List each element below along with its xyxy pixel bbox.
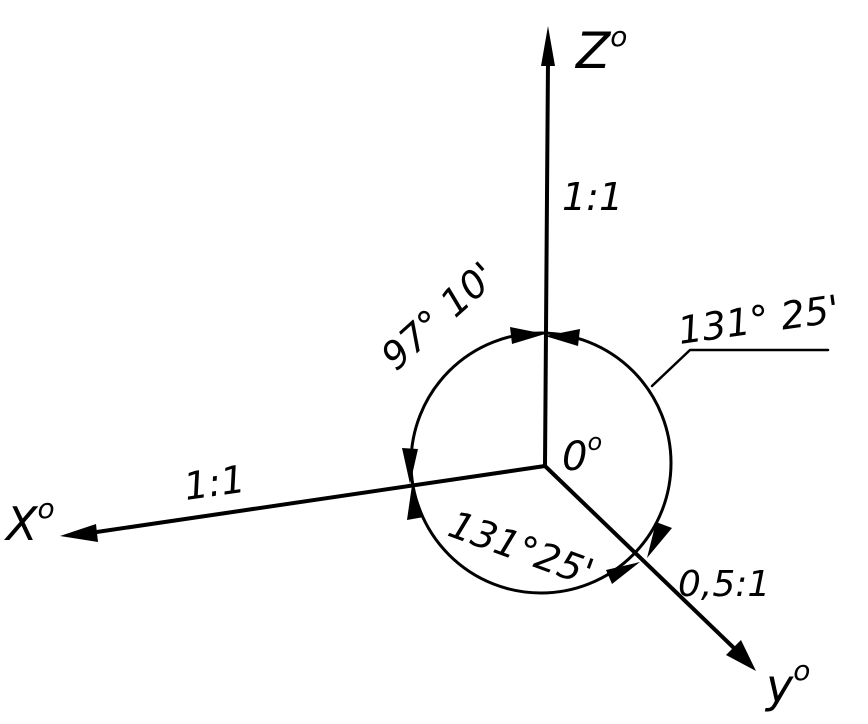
z-axis-scale-label: 1:1	[562, 175, 623, 219]
arc-arrowhead-xy-bottom	[606, 562, 640, 584]
arc-arrowhead-zy-top	[545, 329, 580, 346]
angle-label-xz: 97° 10'	[373, 253, 505, 378]
y-axis	[543, 464, 738, 652]
x-axis-scale-label: 1:1	[181, 457, 248, 509]
z-axis-arrowhead	[541, 26, 555, 66]
angle-label-xy: 131°25'	[443, 502, 599, 595]
z-axis	[543, 58, 550, 468]
x-axis	[88, 464, 547, 535]
z-axis-label: Zo	[574, 20, 627, 80]
y-axis-label: yo	[764, 654, 810, 713]
angle-label-zy: 131° 25'	[675, 287, 842, 353]
x-axis-arrowhead	[60, 524, 98, 542]
arc-arrowhead-xz-left	[402, 448, 418, 484]
angle-leader-line	[650, 348, 830, 388]
origin-label: 0o	[562, 428, 602, 480]
arc-arrowhead-zy-right	[647, 522, 672, 558]
y-axis-arrowhead	[726, 640, 756, 671]
arc-arrowhead-xz-top	[510, 327, 545, 344]
x-axis-label: Xo	[4, 492, 55, 551]
y-axis-scale-label: 0,5:1	[678, 564, 770, 605]
arc-arrowhead-xy-left	[407, 485, 424, 520]
